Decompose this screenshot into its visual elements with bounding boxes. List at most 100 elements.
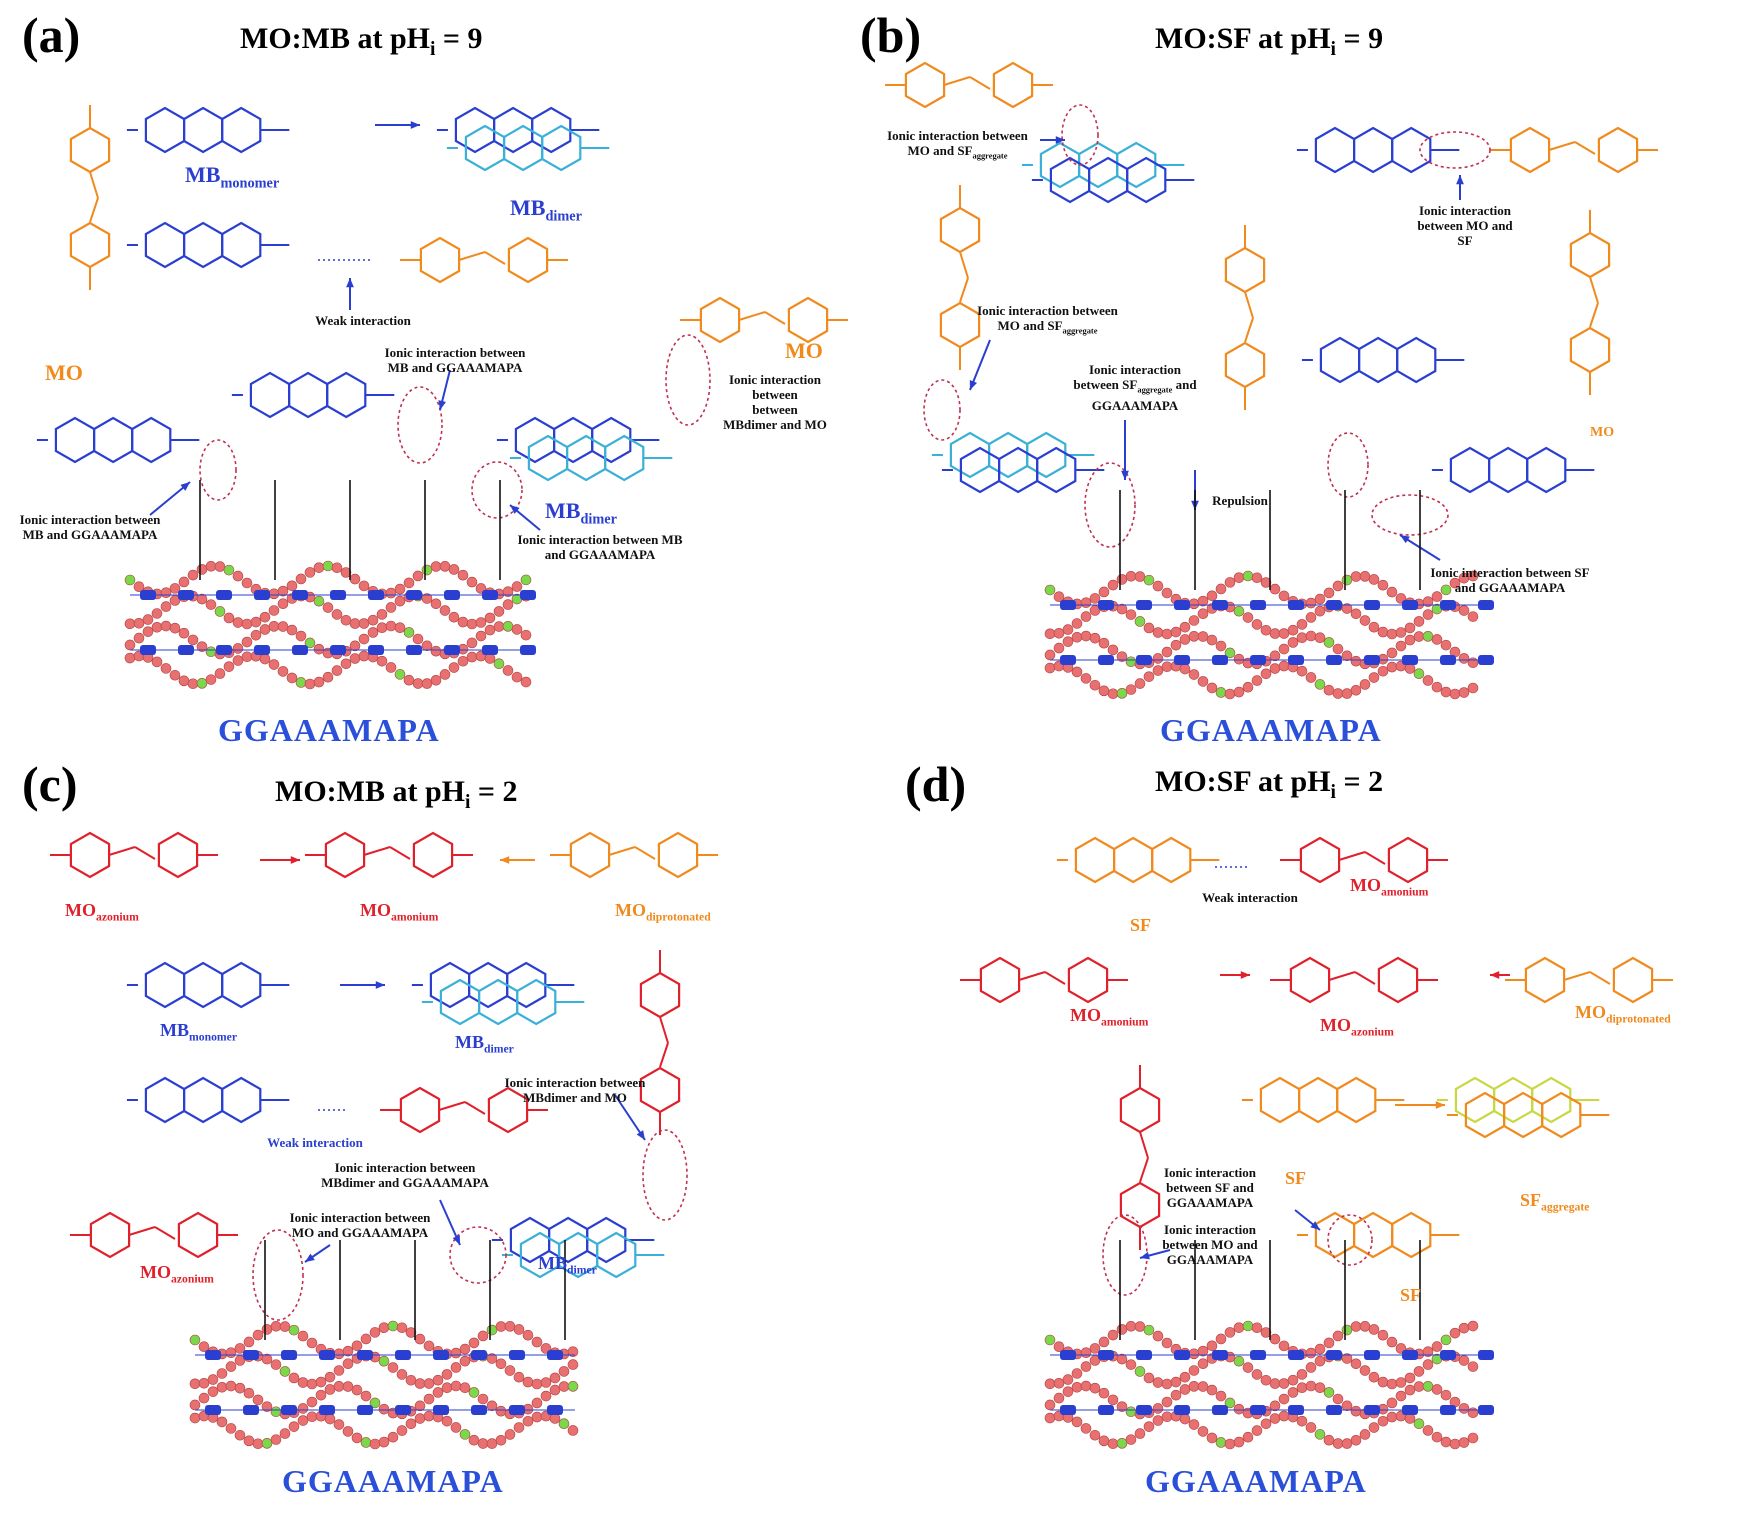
network-a-bead (277, 621, 289, 632)
mo-diprotonated-c-azo (608, 846, 636, 856)
network-b-crosslink (1098, 600, 1114, 610)
network-d-bead (1161, 1411, 1173, 1423)
network-a-bead (259, 624, 271, 635)
mb-monomer-c (144, 961, 186, 1009)
network-c-bead (441, 1369, 453, 1380)
network-d-bead (1044, 1412, 1056, 1424)
network-b-bead (1350, 608, 1362, 620)
network-b-bead (1125, 656, 1137, 668)
network-c-crosslink (433, 1350, 449, 1360)
network-d-bead (1107, 1329, 1119, 1341)
network-b-crosslink (1402, 600, 1418, 610)
network-b-bead (1458, 605, 1470, 616)
network-d-bead (1350, 1321, 1362, 1332)
network-a-bead (502, 621, 514, 632)
network-a-bead (124, 652, 136, 664)
network-a-bead (520, 629, 532, 641)
mb-dimer-a1 (493, 106, 534, 154)
network-a-bead (349, 618, 361, 629)
network-b-bead (1269, 583, 1281, 595)
network-a-bead (223, 661, 235, 672)
network-c-bead (504, 1429, 516, 1440)
network-d-bead (1215, 1390, 1227, 1402)
mo-azonium-c2 (177, 1211, 219, 1259)
label-mo-amonium-d1: MOamonium (1350, 875, 1429, 899)
network-b-bead (1233, 605, 1245, 617)
ionic-arrow-c2-head (452, 1235, 460, 1245)
mo-a1-azo (89, 171, 99, 199)
network-d-bead (1296, 1369, 1308, 1380)
network-d-bead (1278, 1378, 1290, 1389)
mb-dimer-a1 (454, 106, 496, 154)
network-d-crosslink (1478, 1350, 1494, 1360)
network-d-bead (1449, 1438, 1461, 1450)
network-d-bead (1107, 1394, 1119, 1406)
network-d-bead (1089, 1429, 1101, 1441)
network-d-bead (1116, 1353, 1128, 1365)
network-c-bead (522, 1415, 534, 1427)
sf-aggr-b2 (1026, 431, 1067, 479)
network-b-bead (1377, 626, 1389, 638)
mb-dimer-a2 (591, 416, 632, 464)
ionic-arrow-b2-head (1456, 175, 1464, 185)
network-d-bead (1377, 1329, 1389, 1341)
mo-b4 (1224, 246, 1266, 294)
mo-b2 (1597, 126, 1639, 174)
network-a-bead (421, 640, 433, 652)
network-c-bead (198, 1377, 210, 1389)
network-d-bead (1422, 1359, 1434, 1370)
network-d-crosslink (1326, 1405, 1342, 1415)
network-c-bead (414, 1378, 426, 1389)
network-a-bead (394, 583, 406, 595)
equil-d3-head (1435, 1101, 1445, 1109)
network-b-bead (1395, 627, 1407, 638)
network-b-bead (1350, 655, 1362, 667)
network-c-bead (549, 1372, 561, 1384)
polymer-label-a: GGAAAMAPA (218, 712, 440, 748)
annot-mo-sf-b1: Ionic interaction between MO and SFaggre… (887, 128, 1028, 161)
network-a-crosslink (520, 590, 536, 600)
label-mb-monomer-a: MBmonomer (185, 162, 280, 192)
mo-a2-azo (764, 311, 786, 325)
network-c-crosslink (281, 1405, 297, 1415)
network-c-bead (414, 1333, 426, 1345)
mo-a1-azo (89, 197, 99, 223)
label-mo-azonium-d: MOazonium (1320, 1015, 1394, 1039)
network-a-bead (214, 606, 226, 617)
network-a-bead (484, 612, 496, 624)
network-b-bead (1440, 584, 1452, 596)
network-b-bead (1278, 643, 1290, 655)
network-a-bead (313, 562, 325, 573)
network-d-bead (1269, 1333, 1281, 1345)
network-b-bead (1296, 619, 1308, 630)
network-b-bead (1449, 688, 1461, 700)
network-a-bead (493, 606, 505, 617)
network-d-bead (1188, 1348, 1200, 1360)
network-a-bead (124, 639, 136, 651)
network-b-bead (1467, 682, 1479, 694)
network-a-bead (511, 581, 523, 592)
network-d-bead (1350, 1434, 1362, 1446)
network-c-bead (549, 1384, 561, 1396)
network-c-bead (477, 1393, 489, 1405)
network-b-bead (1206, 634, 1218, 646)
network-d-bead (1431, 1431, 1443, 1443)
network-d-bead (1197, 1358, 1209, 1370)
network-c-bead (189, 1378, 201, 1390)
network-d-crosslink (1402, 1350, 1418, 1360)
network-a-bead (205, 599, 217, 610)
network-a-bead (448, 662, 460, 673)
network-a-bead (403, 674, 415, 686)
mo-azonium-c1 (69, 831, 111, 879)
network-a-bead (358, 633, 370, 645)
network-b-bead (1107, 579, 1119, 591)
network-b-bead (1224, 647, 1236, 659)
network-a-bead (520, 676, 532, 688)
network-d-crosslink (1326, 1350, 1342, 1360)
network-c-bead (531, 1411, 543, 1423)
network-c-bead (306, 1378, 318, 1390)
mb-c3 (144, 1076, 186, 1124)
network-d-bead (1422, 1425, 1434, 1436)
network-a-bead (277, 666, 289, 677)
network-a-bead (133, 632, 145, 644)
